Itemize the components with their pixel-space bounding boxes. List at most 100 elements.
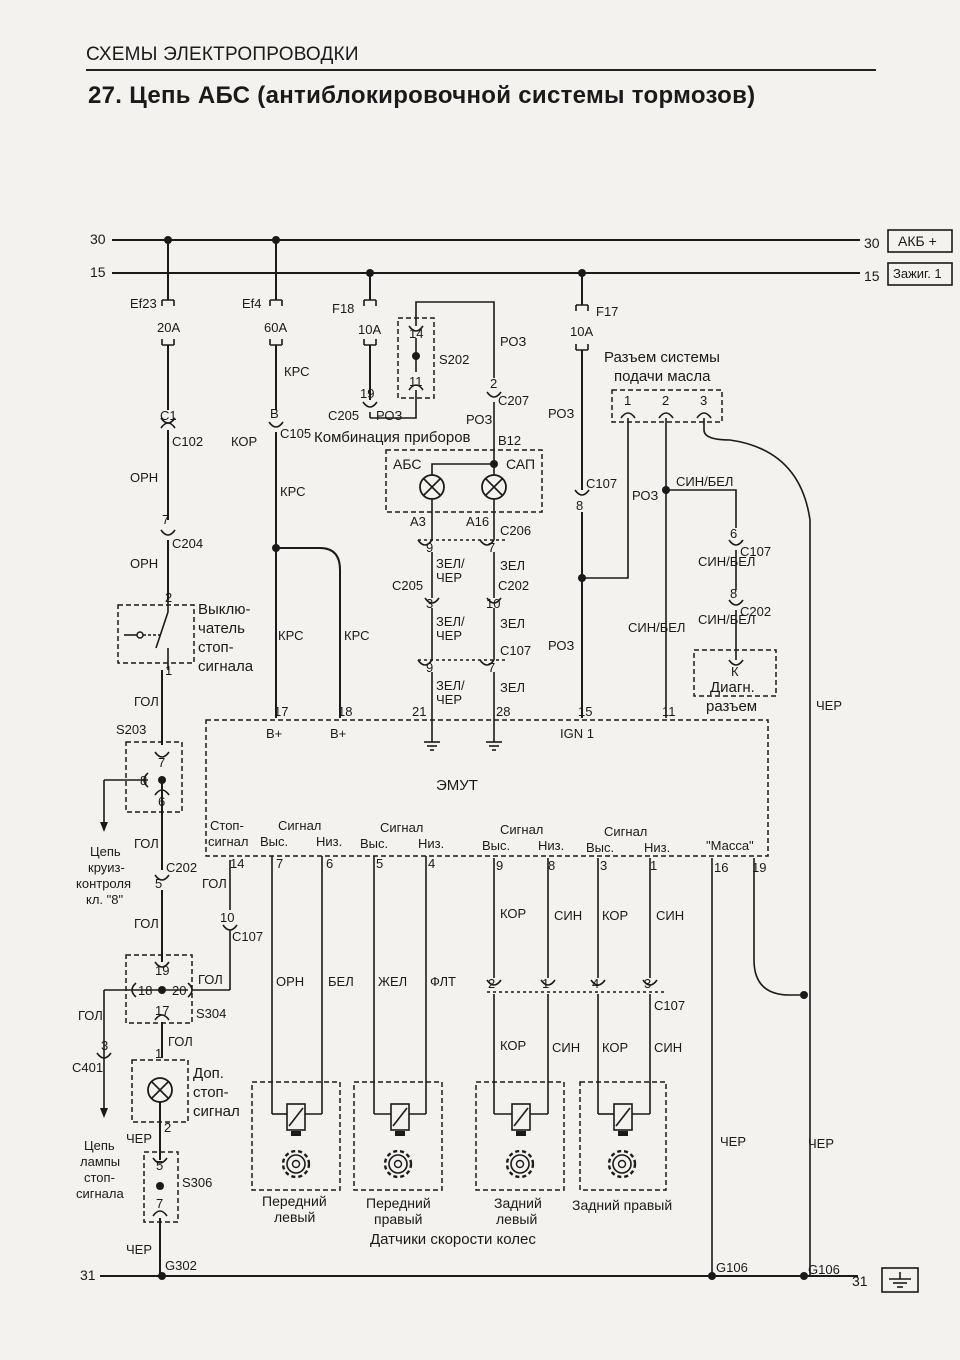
junction-dot [156, 1182, 164, 1190]
emut-stop-2: сигнал [208, 834, 249, 849]
emut-pin-16: 16 [714, 860, 728, 875]
emut-pin-8: 8 [548, 858, 555, 873]
connector-c107d-symbol [486, 979, 658, 986]
connector-s306-symbol [152, 1210, 168, 1217]
connector-c107c: C107 [740, 544, 771, 559]
emut-bplus-2: B+ [330, 726, 346, 741]
pin-3a: 3 [426, 596, 433, 611]
wire-roz2-label: РОЗ [500, 334, 526, 349]
connector-s203-symbol [154, 751, 170, 758]
oil-connector-symbol [620, 412, 712, 419]
wire-sin3-label: СИН [552, 1040, 580, 1055]
gear-icon [383, 1149, 413, 1179]
pin-19a: 19 [360, 386, 374, 401]
pin-7c: 7 [156, 1196, 163, 1211]
connector-c107a: C107 [586, 476, 617, 491]
gear-icon [281, 1149, 311, 1179]
emut-module-box [205, 719, 769, 857]
emut-niz-3: Низ. [538, 838, 564, 853]
wire-zel-label-3: ЗЕЛ [500, 680, 525, 695]
connector-c202: C202 [166, 860, 197, 875]
oil-pin-2: 2 [662, 393, 669, 408]
abs-lamp-icon [419, 474, 445, 500]
brake-switch-icon [124, 600, 169, 670]
wire-sin2-label: СИН [656, 908, 684, 923]
connector-s304-symbol [154, 961, 170, 968]
wire-sin1-label: СИН [554, 908, 582, 923]
fuse-ef23 [161, 240, 175, 410]
cruise-label-2: круиз- [88, 860, 125, 875]
emut-pin-3: 3 [600, 858, 607, 873]
stoplamp-label-1: Цепь [84, 1138, 115, 1153]
brake-switch-label-3: стоп- [198, 639, 234, 656]
sensor-rl-label-2: левый [496, 1211, 537, 1227]
pin-a3: A3 [410, 514, 426, 529]
fuse-ef4-rating: 60A [264, 320, 287, 335]
wire-sin4-label: СИН [654, 1040, 682, 1055]
wire-roz [370, 390, 417, 419]
fuse-ef23-rating: 20A [157, 320, 180, 335]
connector-c107b: C107 [500, 643, 531, 658]
connector-c105-symbol [268, 421, 284, 428]
pin-a16: A16 [466, 514, 489, 529]
brake-switch-label-1: Выклю- [198, 601, 251, 618]
wire-orn-label: ОРН [130, 470, 158, 485]
pin-7b: 7 [158, 755, 165, 770]
connector-c207: C207 [498, 393, 529, 408]
emut-signal-4: Сигнал [604, 824, 647, 839]
connector-c107b-symbol [417, 659, 495, 666]
fuse-f18-rating: 10A [358, 322, 381, 337]
bus-30-label-left: 30 [90, 231, 106, 247]
connector-s202-symbol [408, 384, 424, 391]
pin-7a: 7 [488, 540, 495, 555]
pin-10: 10 [220, 910, 234, 925]
akb-label: АКБ + [898, 233, 937, 249]
emut-bplus-1: B+ [266, 726, 282, 741]
wire-cher4-label: ЧЕР [720, 1134, 746, 1149]
fuse-f17-label: F17 [596, 304, 618, 319]
pin-8a: 8 [576, 498, 583, 513]
emut-ign1: IGN 1 [560, 726, 594, 741]
wire-kor-label: КОР [231, 434, 257, 449]
pin-9b: 9 [426, 660, 433, 675]
fuse-f17-rating: 10A [570, 324, 593, 339]
pin-7: 7 [162, 512, 169, 527]
connector-b12: B12 [498, 433, 521, 448]
connector-c107d: C107 [654, 998, 685, 1013]
bus-31-label-left: 31 [80, 1267, 96, 1283]
pin-9a: 9 [426, 540, 433, 555]
sensor-front-right [353, 1081, 443, 1191]
ground-g302: G302 [165, 1258, 197, 1273]
page-title: 27. Цепь АБС (антиблокировочной системы … [88, 82, 756, 109]
connector-c102: C102 [172, 434, 203, 449]
connector-s304-symbol [154, 1014, 170, 1021]
wire-gol2-label: ГОЛ [134, 836, 159, 851]
wire-kor4-label: КОР [602, 1040, 628, 1055]
bus-31-label-right: 31 [852, 1273, 868, 1289]
wire-zel-label: ЗЕЛ [500, 558, 525, 573]
connector-b: B [270, 406, 279, 421]
ground-g106-a: G106 [716, 1260, 748, 1275]
pin-5: 5 [155, 876, 162, 891]
splice-s306: S306 [182, 1175, 212, 1190]
wire-cher5-label: ЧЕР [808, 1136, 834, 1151]
cruise-label-4: кл. "8" [86, 892, 123, 907]
connector-c107a-symbol [574, 489, 590, 496]
pin-4s: 4 [592, 976, 599, 991]
wire-orn2-label: ОРН [130, 556, 158, 571]
stoplamp-label-3: стоп- [84, 1170, 115, 1185]
sap-lamp-icon [481, 474, 507, 500]
wire-roz1-label: РОЗ [376, 408, 402, 423]
diag-pin-k: К [731, 664, 739, 679]
connector-c401-symbol [96, 1052, 112, 1059]
stoplamp-label-4: сигнала [76, 1186, 124, 1201]
wire-sinbel-label-3: СИН/БЕЛ [698, 554, 755, 569]
bus-15-label-right: 15 [864, 268, 880, 284]
gear-icon [505, 1149, 535, 1179]
connector-c205b: C205 [392, 578, 423, 593]
splice-s203: S203 [116, 722, 146, 737]
bus-30-label-right: 30 [864, 235, 880, 251]
section-header: СХЕМЫ ЭЛЕКТРОПРОВОДКИ [86, 44, 876, 71]
abs-indicator-label: АБС [393, 456, 421, 472]
emut-pin-11: 11 [662, 704, 676, 719]
